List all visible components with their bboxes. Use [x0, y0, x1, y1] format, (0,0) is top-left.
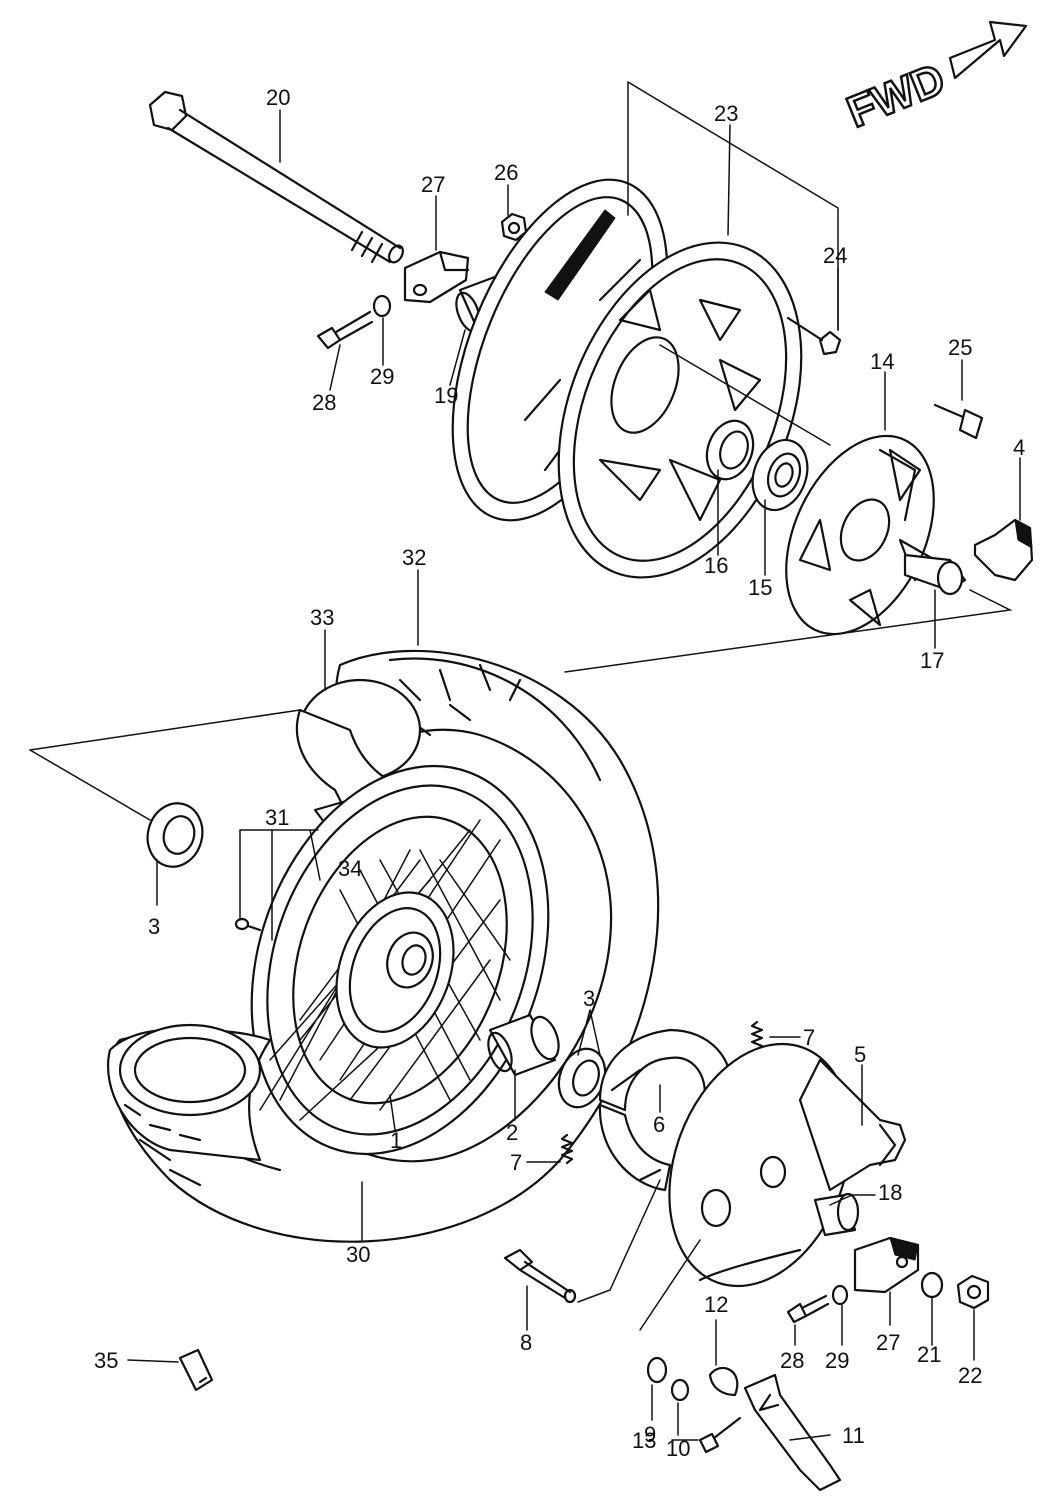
nut-26: [500, 212, 528, 242]
nut-22: [956, 1274, 990, 1310]
callout-28-top: 28: [312, 390, 336, 415]
callout-28-bottom: 28: [780, 1348, 804, 1373]
brake-spring-upper: [750, 1020, 764, 1052]
callout-15: 15: [748, 575, 772, 600]
callout-8: 8: [520, 1330, 532, 1355]
callout-19: 19: [434, 383, 458, 408]
bearing-3-right: [557, 1047, 607, 1109]
seal-line: [639, 1239, 701, 1331]
forward-direction-indicator: FWD: [839, 20, 1028, 139]
callout-34: 34: [338, 856, 362, 881]
spacer-2: [487, 1013, 560, 1077]
wheel-hub: [335, 891, 455, 1049]
washer-bottom: [831, 1284, 849, 1306]
valve-cap: [178, 1348, 214, 1392]
callout-24: 24: [823, 243, 847, 268]
stud-line: [659, 344, 831, 446]
washer-10: [670, 1378, 690, 1402]
leader-lines: [127, 109, 1021, 1441]
callout-35: 35: [94, 1348, 118, 1373]
fwd-label: FWD: [840, 54, 951, 137]
callout-21: 21: [917, 1342, 941, 1367]
forward-arrow-icon: [948, 20, 1028, 80]
brake-spring-lower: [560, 1133, 574, 1165]
spoke-nipple-detail: [234, 917, 262, 932]
callout-11: 11: [842, 1423, 865, 1448]
callout-22: 22: [958, 1363, 982, 1388]
washer-top: [372, 294, 392, 318]
callout-7-upper: 7: [803, 1025, 815, 1050]
bolt-13: [698, 1416, 742, 1454]
tire-front-section: [107, 1023, 272, 1162]
callout-3-left: 3: [148, 914, 160, 939]
adjuster-bolt-top: [316, 310, 374, 350]
chain-adjuster-bottom: [853, 1236, 920, 1294]
brake-panel: [668, 1042, 907, 1288]
brake-cam: [503, 1248, 577, 1304]
rear-axle: [148, 90, 404, 264]
bearing-16: [705, 419, 755, 481]
rear-sprocket: [557, 241, 803, 579]
damper-4: [973, 518, 1034, 582]
sprocket-carrier: [785, 434, 937, 636]
callout-1: 1: [390, 1128, 402, 1153]
washer-21: [920, 1271, 944, 1299]
callout-18: 18: [878, 1180, 902, 1205]
callout-9: 9: [644, 1422, 656, 1447]
callout-29-top: 29: [370, 364, 394, 389]
callout-2: 2: [506, 1120, 518, 1145]
callout-26: 26: [494, 160, 518, 185]
callout-27-top: 27: [421, 172, 445, 197]
callout-4: 4: [1013, 435, 1025, 460]
callout-6: 6: [653, 1112, 665, 1137]
callout-33: 33: [310, 605, 334, 630]
callout-23: 23: [714, 101, 738, 126]
callout-17: 17: [920, 648, 944, 673]
bearing-3-left: [146, 802, 204, 868]
bolt-24: [786, 316, 842, 356]
callout-14: 14: [870, 349, 894, 374]
brake-arm: [743, 1373, 842, 1492]
callout-3-right: 3: [583, 986, 595, 1011]
callout-32: 32: [402, 545, 426, 570]
callout-20: 20: [266, 85, 290, 110]
callout-5: 5: [854, 1042, 866, 1067]
cam-line: [577, 1179, 661, 1303]
adjuster-bolt-bottom: [786, 1294, 830, 1324]
callout-12: 12: [704, 1292, 728, 1317]
callout-10: 10: [666, 1436, 690, 1461]
callout-30: 30: [346, 1242, 370, 1267]
callout-13: 13: [632, 1428, 656, 1453]
chain-adjuster-top: [403, 250, 470, 304]
callout-25: 25: [948, 335, 972, 360]
callout-31: 31: [265, 805, 289, 830]
callout-16: 16: [704, 553, 728, 578]
carrier-shaft: [903, 553, 967, 596]
callout-27-bottom: 27: [876, 1330, 900, 1355]
wear-indicator: [708, 1366, 739, 1397]
seal-9: [646, 1356, 668, 1384]
spacer-18: [813, 1192, 860, 1237]
bearing-15: [751, 438, 809, 512]
callout-29-bottom: 29: [825, 1348, 849, 1373]
callout-labels: 20 27 26 23 24 14 25 4 17 15 16 19 28 29…: [94, 85, 1025, 1461]
callout-7-lower: 7: [510, 1150, 522, 1175]
bolt-25: [933, 403, 984, 440]
